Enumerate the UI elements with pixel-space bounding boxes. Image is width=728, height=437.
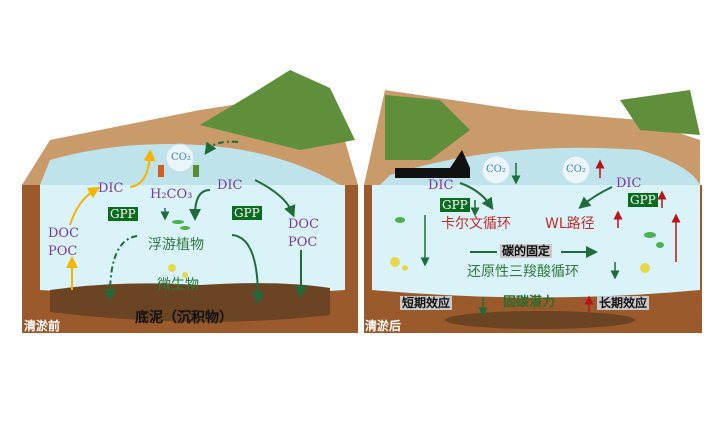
- doc-label: DOC: [288, 217, 320, 232]
- dic-label: DIC: [217, 178, 243, 193]
- dic-label: DIC: [428, 178, 454, 193]
- co2-label: CO₂: [486, 164, 506, 175]
- gpp-badge: GPP: [628, 193, 658, 207]
- after-label: 清淤后: [365, 319, 402, 333]
- co2-label: CO₂: [566, 164, 586, 175]
- microbes-label: 微生物: [157, 277, 199, 293]
- wl-pathway-label: WL路径: [545, 216, 595, 232]
- dic-label: DIC: [98, 181, 124, 196]
- calvin-cycle-label: 卡尔文循环: [441, 216, 511, 232]
- sediment-label: 底泥（沉积物）: [135, 310, 233, 326]
- before-label: 清淤前: [24, 319, 61, 333]
- short-term-effect-label: 短期效应: [400, 296, 453, 310]
- gpp-badge: GPP: [232, 206, 262, 220]
- gpp-badge: GPP: [108, 207, 138, 221]
- carbon-potential-label: 固碳潜力: [503, 295, 556, 310]
- co2-label: CO₂: [171, 152, 191, 163]
- carbon-fixation-label: 碳的固定: [500, 244, 553, 258]
- doc-label: DOC: [48, 226, 80, 241]
- poc-label: POC: [288, 235, 318, 250]
- poc-label: POC: [48, 244, 78, 259]
- dic-label: DIC: [616, 176, 642, 191]
- long-term-effect-label: 长期效应: [597, 296, 650, 310]
- rtca-cycle-label: 还原性三羧酸循环: [467, 264, 579, 280]
- h2co3-label: H₂CO₃: [150, 187, 193, 202]
- phytoplankton-label: 浮游植物: [148, 237, 204, 253]
- gpp-badge: GPP: [440, 198, 470, 212]
